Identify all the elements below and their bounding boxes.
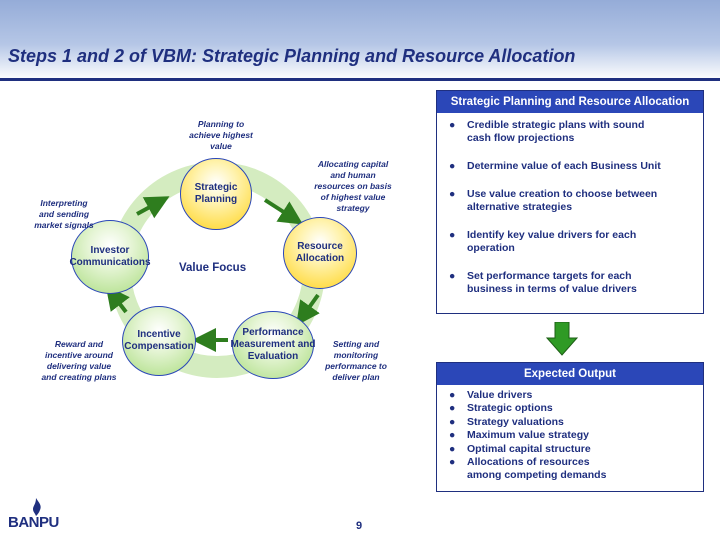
strategic-planning-panel: Strategic Planning and Resource Allocati… bbox=[436, 90, 704, 314]
page-number: 9 bbox=[356, 520, 363, 532]
bullet-icon: ● bbox=[449, 389, 456, 401]
bullet-icon: ● bbox=[449, 270, 456, 282]
list-item: ●Strategy valuations bbox=[449, 415, 564, 428]
bullet-icon: ● bbox=[449, 229, 456, 241]
bullet-icon: ● bbox=[449, 442, 456, 455]
bullet-icon: ● bbox=[449, 415, 456, 428]
arrow-investor-to-planning bbox=[136, 196, 170, 219]
title-divider bbox=[0, 78, 720, 81]
bullet-icon: ● bbox=[449, 119, 456, 131]
panel-header-output: Expected Output bbox=[437, 363, 703, 385]
bullet-icon: ● bbox=[449, 160, 456, 172]
output-bullet-list: ●Value drivers ●Strategic options ●Strat… bbox=[437, 389, 703, 483]
down-arrow-icon bbox=[546, 322, 578, 356]
expected-output-panel: Expected Output ●Value drivers ●Strategi… bbox=[436, 362, 704, 492]
bullet-icon: ● bbox=[449, 429, 456, 442]
panel-header-strategic: Strategic Planning and Resource Allocati… bbox=[437, 91, 703, 113]
flame-logo-icon bbox=[33, 498, 41, 516]
list-item: ●Maximum value strategy bbox=[449, 429, 589, 442]
list-item: ●Determine value of each Business Unit bbox=[449, 160, 661, 172]
bullet-icon: ● bbox=[449, 402, 456, 415]
banpu-logo: BANPU bbox=[8, 498, 62, 534]
arrow-planning-to-allocation bbox=[263, 198, 304, 225]
logo-text: BANPU bbox=[8, 514, 59, 531]
bullet-icon: ● bbox=[449, 456, 456, 469]
header-band bbox=[0, 0, 720, 80]
value-focus-label: Value Focus bbox=[179, 262, 247, 274]
arrow-allocation-to-performance bbox=[296, 293, 320, 326]
list-item: ●Optimal capital structure bbox=[449, 442, 591, 455]
bullet-icon: ● bbox=[449, 188, 456, 200]
arrow-incentive-to-investor bbox=[105, 285, 130, 314]
slide-title: Steps 1 and 2 of VBM: Strategic Planning… bbox=[8, 46, 576, 66]
list-item: ●Value drivers bbox=[449, 389, 533, 401]
list-item: ●Strategic options bbox=[449, 402, 553, 415]
